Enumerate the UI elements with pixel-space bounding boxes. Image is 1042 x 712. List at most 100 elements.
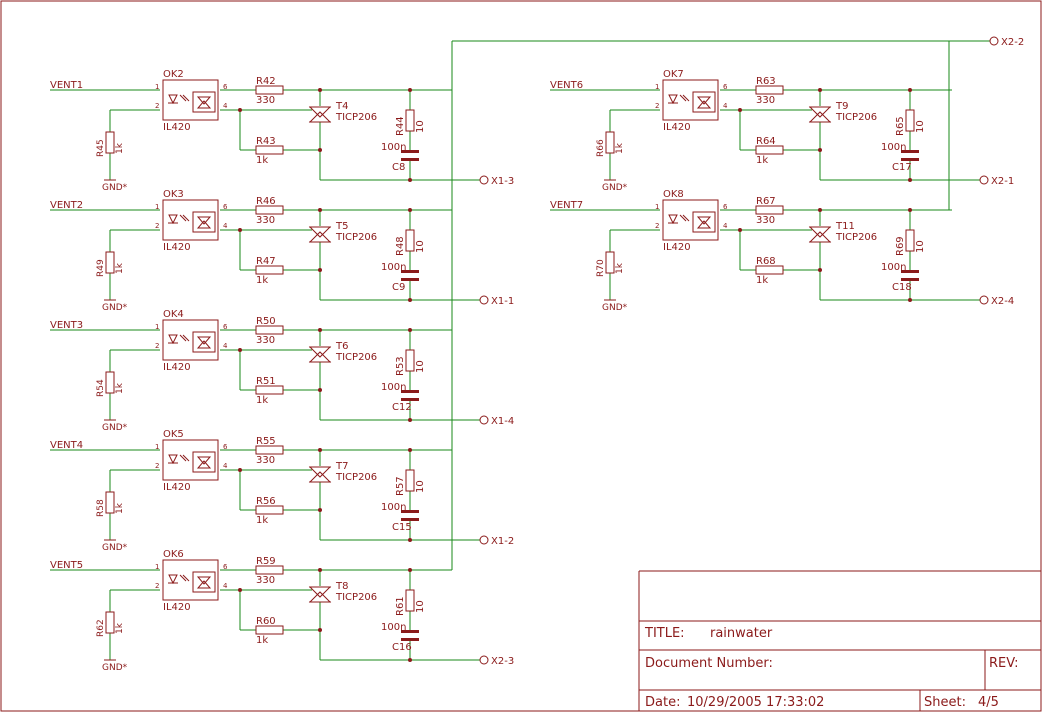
junction-dot xyxy=(818,208,822,212)
junction-dot xyxy=(408,88,412,92)
gate-resistor-top-name: R50 xyxy=(256,316,276,327)
junction-dot xyxy=(908,298,912,302)
ground-label: GND* xyxy=(602,183,628,193)
diac-box xyxy=(692,211,716,233)
led-symbol xyxy=(168,214,178,225)
ground-label: GND* xyxy=(102,423,128,433)
snubber-resistor xyxy=(905,109,915,132)
optocoupler-body xyxy=(162,199,219,241)
sheet-label: Sheet: xyxy=(924,695,966,710)
common-connector-label: X2-2 xyxy=(1001,37,1024,48)
pulldown-resistor xyxy=(605,251,615,274)
snubber-capacitor-name: C15 xyxy=(392,522,412,533)
light-arrow xyxy=(179,334,187,342)
snubber-capacitor-value: 100n xyxy=(381,382,406,393)
pin-4-label: 4 xyxy=(223,582,228,590)
triac-name: T11 xyxy=(835,221,855,232)
vent-input-label: VENT1 xyxy=(50,80,83,91)
light-arrow xyxy=(179,94,187,102)
snubber-resistor-value: 10 xyxy=(915,120,926,133)
gate-resistor-top xyxy=(255,325,284,335)
junction-dot xyxy=(408,178,412,182)
optocoupler-body xyxy=(662,79,719,121)
gate-resistor-top xyxy=(255,445,284,455)
light-arrow xyxy=(679,94,687,102)
ground-label: GND* xyxy=(102,663,128,673)
gate-resistor-top-value: 330 xyxy=(256,95,275,106)
diac-symbol xyxy=(196,580,212,589)
pin-6-label: 6 xyxy=(223,563,228,571)
snubber-capacitor-value: 100n xyxy=(881,142,906,153)
snubber-resistor xyxy=(405,109,415,132)
output-connector xyxy=(979,295,989,305)
gate-resistor-top-value: 330 xyxy=(256,335,275,346)
output-connector-label: X2-1 xyxy=(991,176,1014,187)
diac-symbol xyxy=(196,460,212,469)
pulldown-resistor xyxy=(105,131,115,154)
snubber-capacitor xyxy=(401,398,419,401)
pin-4-label: 4 xyxy=(223,222,228,230)
triac-type: TICP206 xyxy=(335,472,377,483)
junction-dot xyxy=(318,568,322,572)
snubber-resistor xyxy=(405,589,415,612)
gate-resistor-bottom-name: R68 xyxy=(756,256,776,267)
light-arrow xyxy=(682,214,690,222)
pulldown-resistor-value: 1k xyxy=(115,262,125,274)
junction-dot xyxy=(408,208,412,212)
diac-box xyxy=(692,91,716,113)
optocoupler-name: OK7 xyxy=(663,69,684,80)
gate-resistor-bottom xyxy=(255,385,284,395)
junction-dot xyxy=(908,178,912,182)
snubber-capacitor xyxy=(401,518,419,521)
snubber-capacitor xyxy=(401,150,419,153)
junction-dot xyxy=(318,448,322,452)
snubber-resistor-name: R44 xyxy=(395,116,406,136)
led-symbol xyxy=(168,334,178,345)
snubber-resistor xyxy=(405,229,415,252)
gate-resistor-bottom-value: 1k xyxy=(756,275,768,286)
pulldown-resistor-name: R58 xyxy=(96,499,106,517)
diac-box xyxy=(192,211,216,233)
junction-dot xyxy=(408,298,412,302)
pulldown-resistor xyxy=(105,371,115,394)
light-arrow xyxy=(179,454,187,462)
junction-dot xyxy=(318,388,322,392)
junction-dot xyxy=(318,268,322,272)
led-symbol xyxy=(168,454,178,465)
title-label: TITLE: xyxy=(644,626,685,641)
optocoupler-body xyxy=(162,559,219,601)
gate-resistor-top xyxy=(255,85,284,95)
output-connector-label: X1-2 xyxy=(491,536,514,547)
diac-symbol xyxy=(696,96,712,105)
pin-6-label: 6 xyxy=(223,323,228,331)
junction-dot xyxy=(318,88,322,92)
diac-symbol xyxy=(696,220,712,229)
triac-type: TICP206 xyxy=(835,112,877,123)
gate-resistor-bottom-value: 1k xyxy=(256,395,268,406)
diac-symbol xyxy=(196,100,212,109)
optocoupler-type: IL420 xyxy=(663,122,691,133)
junction-dot xyxy=(738,108,742,112)
light-arrow xyxy=(682,94,690,102)
snubber-resistor-name: R57 xyxy=(395,476,406,496)
gate-resistor-bottom-value: 1k xyxy=(256,515,268,526)
junction-dot xyxy=(318,328,322,332)
optocoupler-type: IL420 xyxy=(163,122,191,133)
led-symbol xyxy=(668,94,678,105)
diac-symbol xyxy=(196,456,212,465)
junction-dot xyxy=(908,88,912,92)
optocoupler-type: IL420 xyxy=(163,482,191,493)
gate-resistor-bottom-value: 1k xyxy=(256,155,268,166)
pin-1-label: 1 xyxy=(655,203,659,211)
led-symbol xyxy=(168,574,178,585)
output-connector-label: X2-4 xyxy=(991,296,1014,307)
snubber-capacitor xyxy=(401,278,419,281)
optocoupler-name: OK5 xyxy=(163,429,184,440)
diac-symbol xyxy=(196,96,212,105)
optocoupler-name: OK3 xyxy=(163,189,184,200)
gate-resistor-bottom xyxy=(255,505,284,515)
pin-1-label: 1 xyxy=(155,443,159,451)
gate-resistor-bottom-name: R47 xyxy=(256,256,276,267)
